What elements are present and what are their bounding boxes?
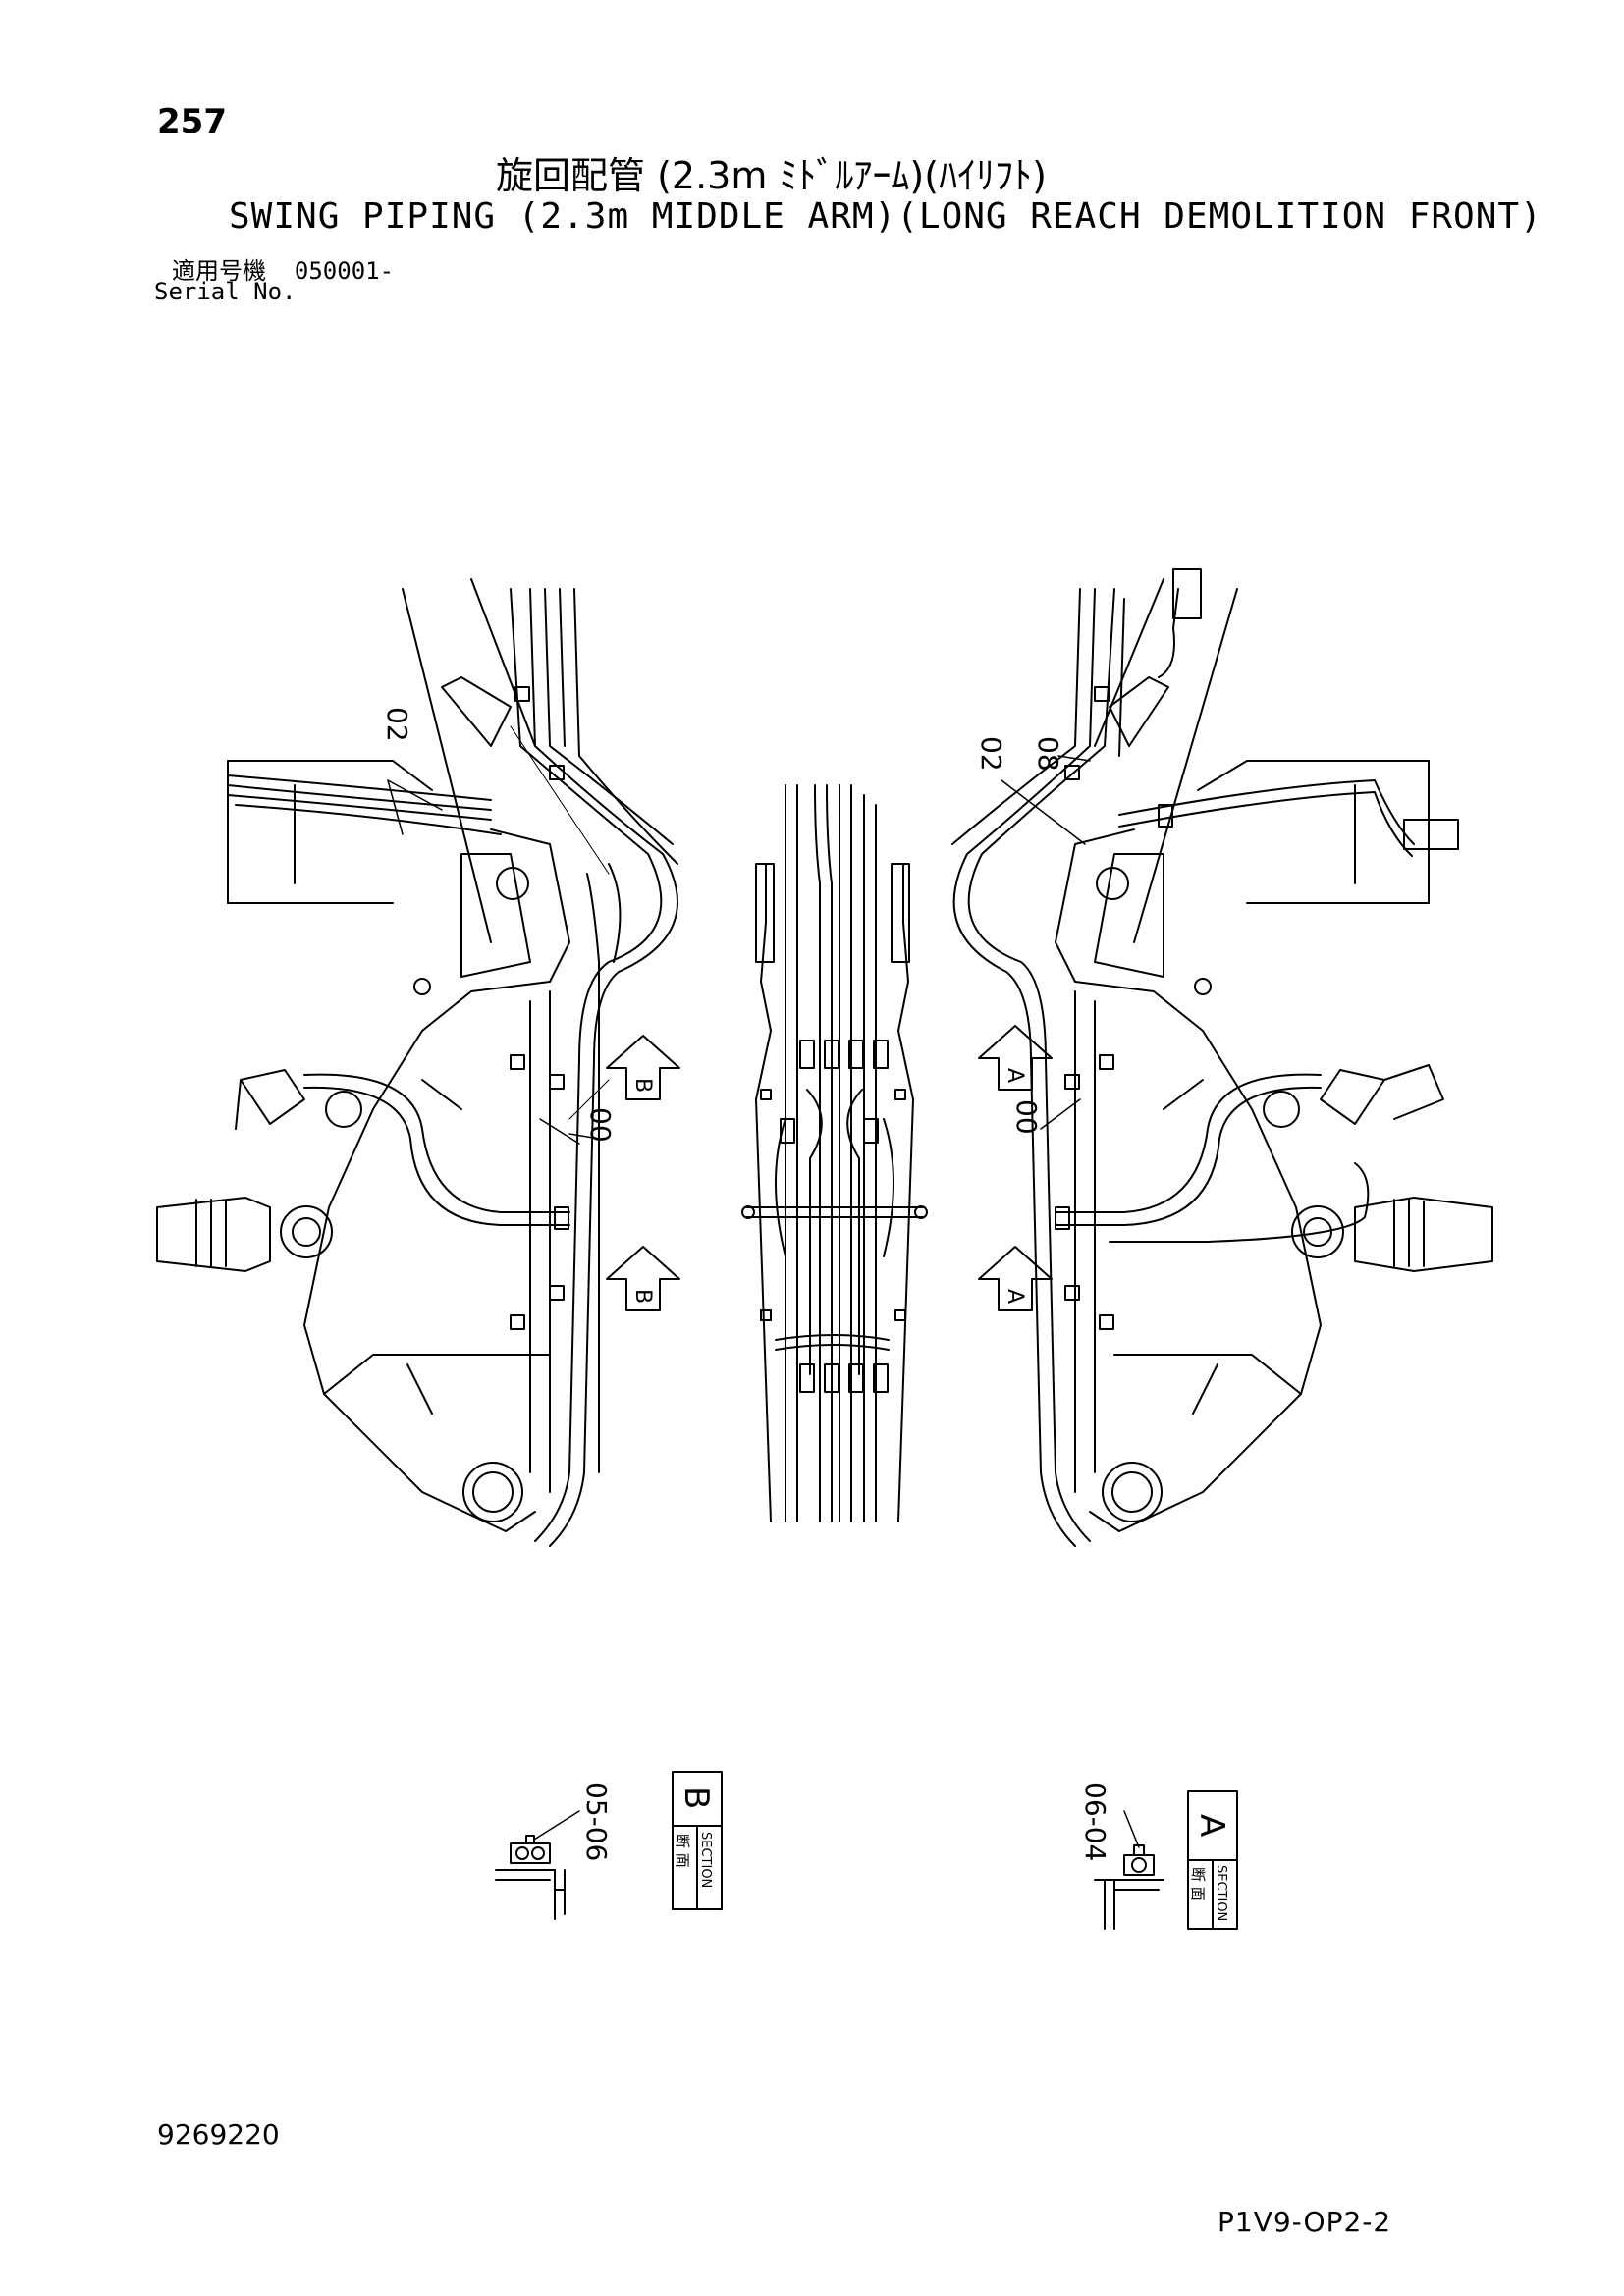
section-arrow-b-lower: B bbox=[606, 1246, 680, 1311]
section-box-a-label-en: SECTION bbox=[1214, 1865, 1228, 1921]
section-b-detail bbox=[495, 1810, 580, 1920]
callout-right-00: 00 bbox=[1010, 1099, 1043, 1135]
page-number: 257 bbox=[157, 102, 227, 141]
section-b-box: B 断 面 SECTION bbox=[672, 1771, 723, 1910]
drawing-number: 9269220 bbox=[157, 2118, 280, 2151]
serial-line-japanese: 適用号機 050001- bbox=[172, 251, 394, 286]
callout-left-00: 00 bbox=[584, 1107, 617, 1143]
callout-section-b-parts: 05-06 bbox=[580, 1782, 613, 1861]
title-english: SWING PIPING (2.3m MIDDLE ARM)(LONG REAC… bbox=[229, 196, 1543, 237]
callout-left-02: 02 bbox=[381, 707, 413, 742]
left-arm-view bbox=[156, 578, 678, 1547]
section-a-box: A 断 面 SECTION bbox=[1187, 1790, 1238, 1930]
callout-right-02: 02 bbox=[975, 736, 1007, 772]
section-arrow-b-upper: B bbox=[606, 1035, 680, 1100]
section-a-detail bbox=[1094, 1810, 1164, 1930]
section-arrow-a-upper-letter: A bbox=[1002, 1068, 1027, 1083]
page-code: P1V9-OP2-2 bbox=[1218, 2206, 1392, 2238]
section-box-b-letter: B bbox=[677, 1787, 716, 1809]
callout-section-a-parts: 06-04 bbox=[1079, 1782, 1111, 1861]
serial-label-jp: 適用号機 bbox=[172, 257, 266, 285]
callout-right-08: 08 bbox=[1032, 736, 1064, 772]
section-arrow-a-lower-letter: A bbox=[1002, 1289, 1027, 1304]
serial-label-english: Serial No. bbox=[154, 278, 297, 305]
center-arm-view bbox=[741, 784, 928, 1522]
section-arrow-b-lower-letter: B bbox=[630, 1289, 655, 1304]
serial-value: 050001- bbox=[294, 257, 395, 285]
section-box-a-letter: A bbox=[1192, 1814, 1231, 1837]
section-box-b-label-en: SECTION bbox=[698, 1832, 713, 1888]
section-box-b-label-jp: 断 面 bbox=[674, 1834, 691, 1868]
section-arrow-b-upper-letter: B bbox=[630, 1078, 655, 1093]
section-arrow-a-upper: A bbox=[978, 1025, 1053, 1091]
section-arrow-a-lower: A bbox=[978, 1246, 1053, 1311]
right-arm-view bbox=[951, 568, 1493, 1547]
section-box-a-label-jp: 断 面 bbox=[1189, 1867, 1207, 1901]
title-japanese: 旋回配管 (2.3m ﾐﾄﾞﾙｱｰﾑ)(ﾊｲﾘﾌﾄ) bbox=[496, 154, 1047, 197]
